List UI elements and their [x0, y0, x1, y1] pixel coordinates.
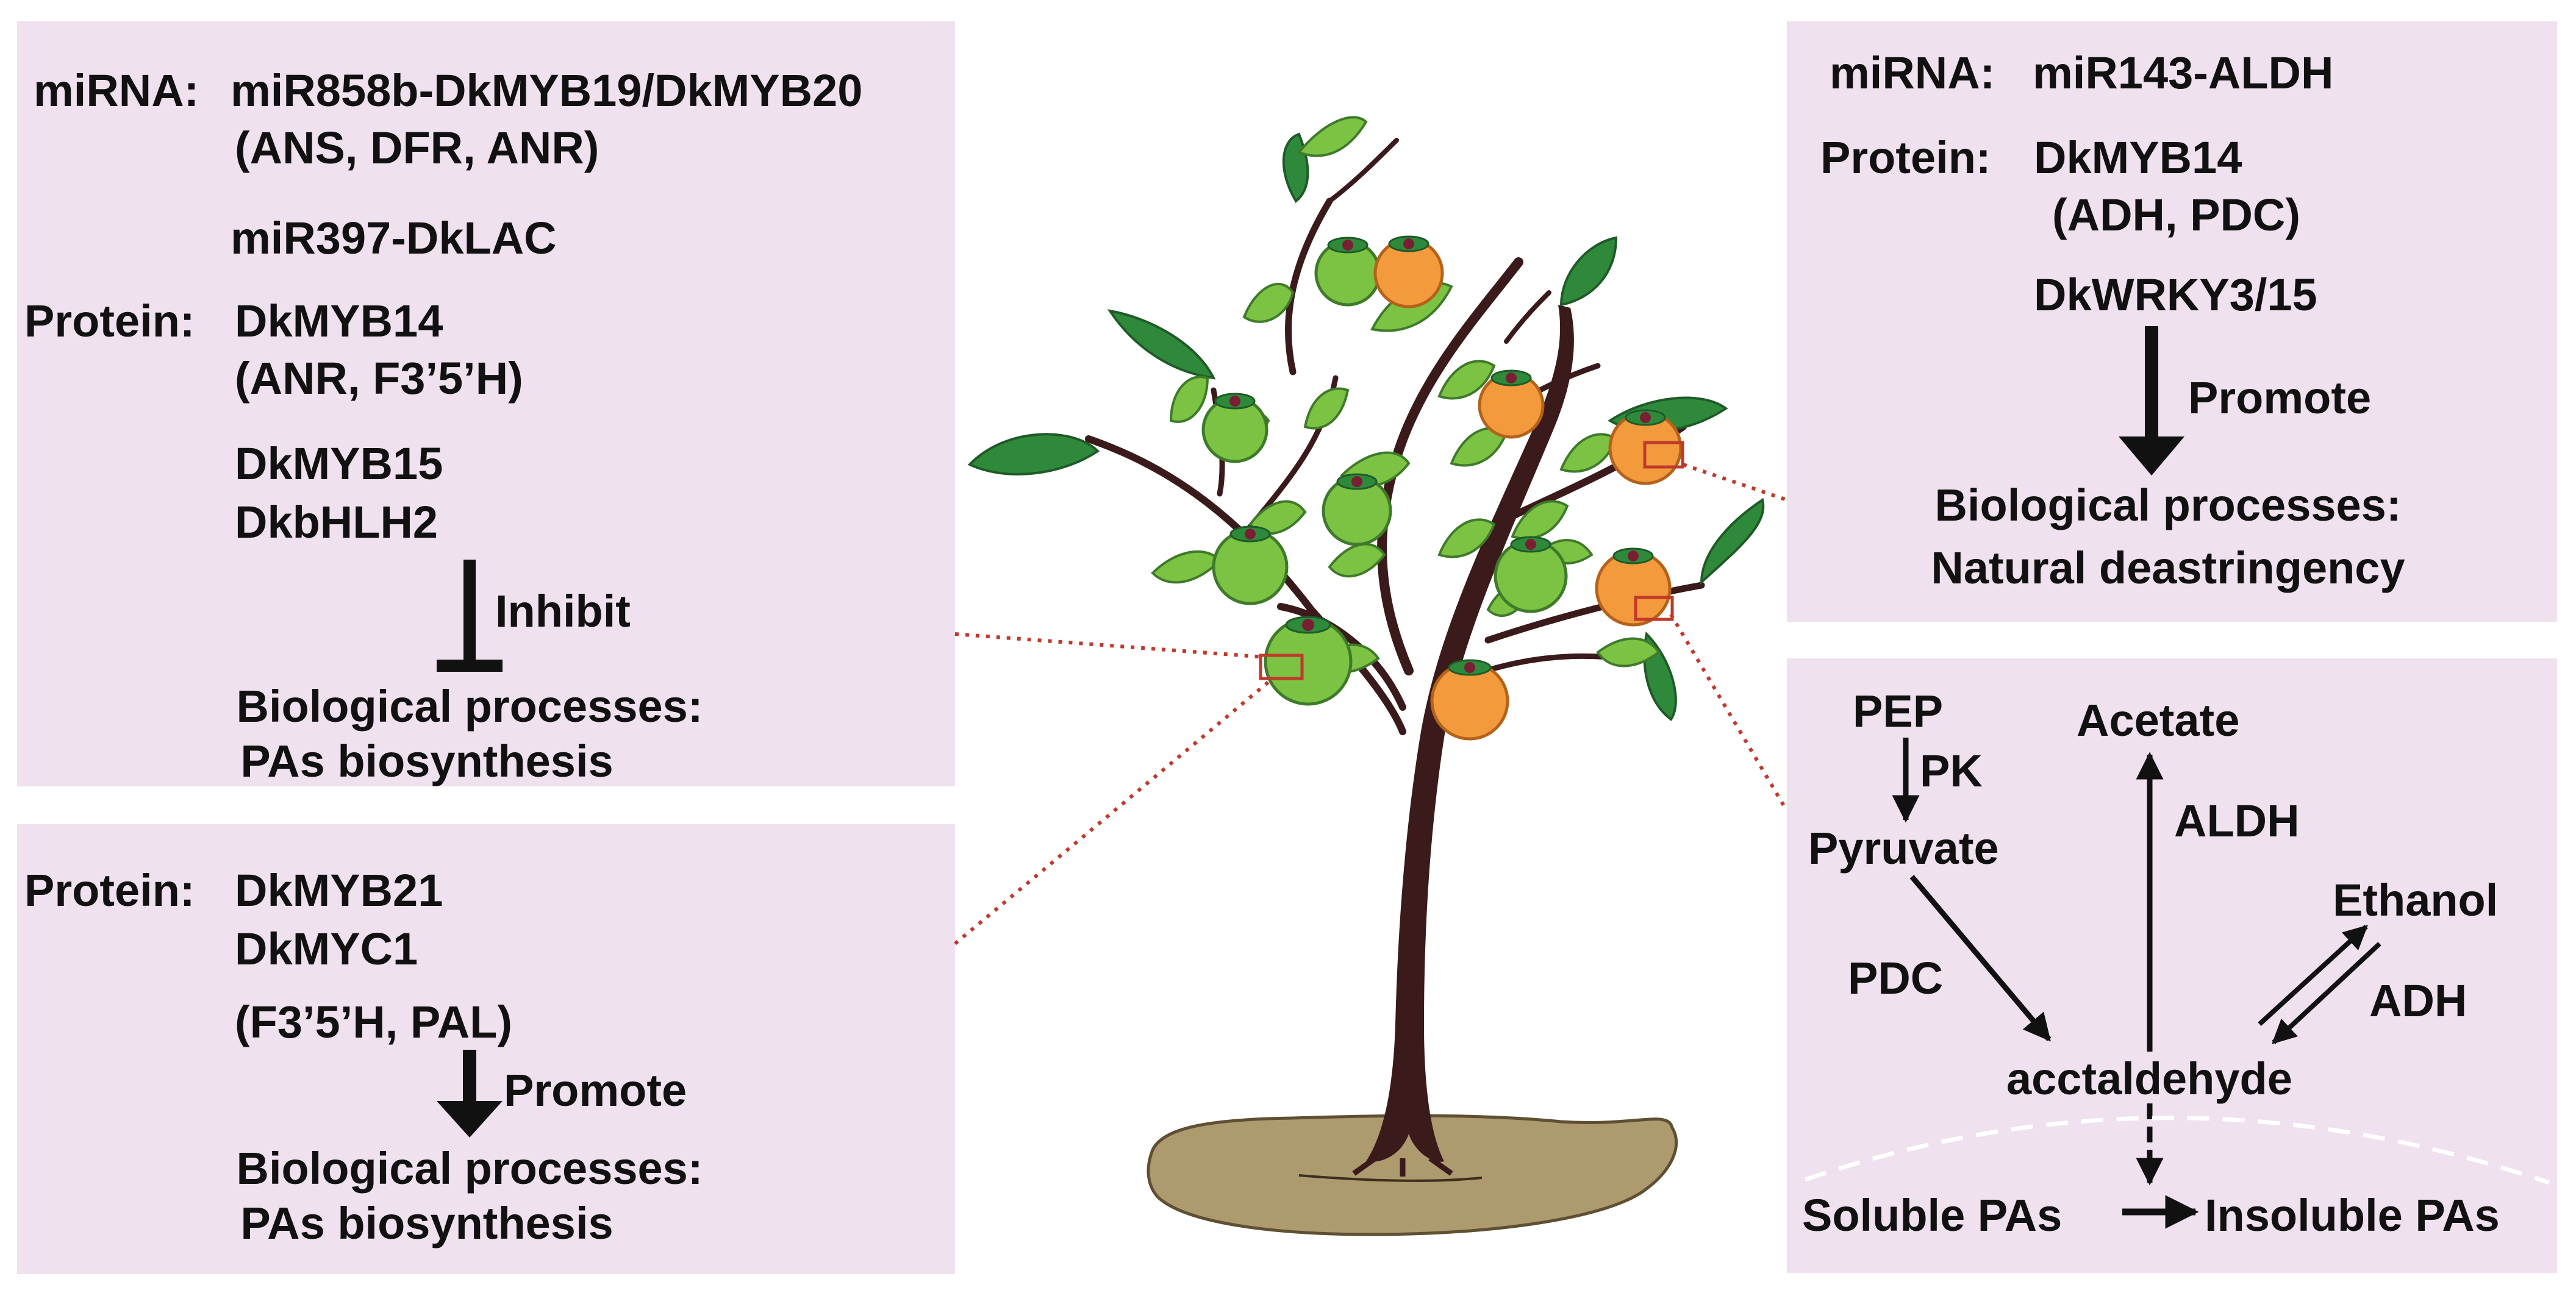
vacuole-boundary: [1804, 1116, 2550, 1185]
protein-entry: DkMYB15: [235, 438, 443, 489]
mirna-entry: miR858b-DkMYB19/DkMYB20: [231, 65, 863, 116]
pathway-arrows: [1892, 738, 2381, 1229]
enzyme-pdc: PDC: [1848, 953, 1944, 1003]
promote-arrow: [437, 1050, 503, 1138]
mirna-targets: (ANS, DFR, ANR): [235, 123, 599, 173]
inhibit-label: Inhibit: [495, 586, 631, 636]
panel-deastringency: [1787, 21, 2557, 622]
protein-entry: DkMYC1: [235, 924, 418, 974]
protein-targets: (ANR, F3’5’H): [235, 353, 523, 404]
protein-targets: (F3’5’H, PAL): [235, 997, 512, 1047]
process-title: Biological processes:: [236, 1143, 703, 1194]
protein-entry: DkMYB14: [2034, 132, 2242, 183]
protein-entry: DkbHLH2: [235, 497, 438, 547]
tree-trunk: [1366, 305, 1574, 1162]
protein-label: Protein:: [24, 296, 195, 346]
pathway-node-pep: PEP: [1853, 686, 1944, 736]
promote-label: Promote: [504, 1065, 687, 1116]
mirna-label: miRNA:: [34, 65, 199, 116]
inhibit-arrow: [437, 560, 503, 672]
enzyme-pk: PK: [1920, 746, 1983, 796]
pathway-node-acetate: Acetate: [2077, 695, 2240, 746]
process-name: PAs biosynthesis: [240, 736, 614, 786]
protein-label: Protein:: [24, 865, 195, 916]
pathway-node-insoluble-pas: Insoluble PAs: [2205, 1190, 2500, 1241]
persimmon-tree: [967, 116, 1765, 1236]
mirna-entry: miR397-DkLAC: [231, 213, 557, 263]
process-name: Natural deastringency: [1931, 543, 2405, 593]
pathway-node-ethanol: Ethanol: [2333, 875, 2499, 925]
enzyme-aldh: ALDH: [2174, 796, 2300, 846]
protein-entry: DkWRKY3/15: [2034, 269, 2317, 320]
mirna-label: miRNA:: [1830, 48, 1995, 98]
promote-label: Promote: [2188, 372, 2372, 423]
panel-pathway: [1787, 658, 2557, 1273]
protein-label: Protein:: [1820, 132, 1991, 183]
protein-targets: (ADH, PDC): [2052, 190, 2300, 240]
pathway-node-soluble-pas: Soluble PAs: [1802, 1190, 2063, 1241]
promote-arrow: [2119, 326, 2184, 476]
enzyme-adh: ADH: [2369, 975, 2467, 1026]
soil-mound: [1147, 1114, 1678, 1236]
protein-entry: DkMYB21: [235, 865, 443, 916]
connector-lines: [954, 463, 1789, 946]
process-title: Biological processes:: [1934, 480, 2402, 530]
panel-pas-promotion: [17, 824, 955, 1274]
panel-pas-inhibition: [17, 21, 955, 786]
protein-entry: DkMYB14: [235, 296, 443, 346]
process-name: PAs biosynthesis: [240, 1198, 614, 1248]
pathway-node-pyruvate: Pyruvate: [1808, 823, 1999, 874]
mirna-entry: miR143-ALDH: [2033, 48, 2334, 98]
pathway-node-acetaldehyde: acctaldehyde: [2006, 1053, 2292, 1104]
process-title: Biological processes:: [236, 681, 703, 732]
